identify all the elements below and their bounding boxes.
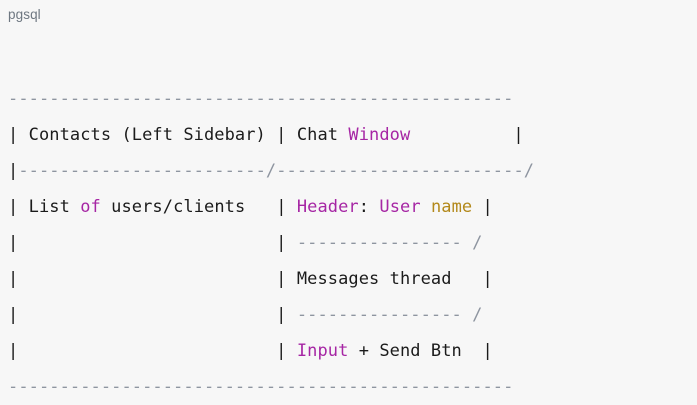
code-token: |: [8, 161, 19, 181]
code-line: | Contacts (Left Sidebar) | Chat Window …: [8, 117, 697, 153]
code-token: ----------------------------------------…: [8, 89, 514, 109]
code-token: Header: [296, 197, 359, 217]
code-token: [421, 197, 431, 217]
code-token: User: [379, 197, 421, 217]
code-token: + Send Btn |: [348, 341, 493, 361]
code-line: | | Messages thread |: [8, 261, 697, 297]
code-line: ----------------------------------------…: [8, 369, 697, 405]
code-token: name: [430, 197, 473, 217]
code-token: Input: [296, 341, 349, 361]
code-token: ------------------------/---------------…: [18, 161, 535, 181]
code-token: | Contacts (Left Sidebar) | Chat: [8, 125, 349, 145]
code-token: |: [472, 197, 493, 217]
code-line: | | ---------------- /: [8, 225, 697, 261]
code-language-label: pgsql: [8, 7, 41, 22]
code-token: :: [358, 197, 380, 217]
code-token: | List: [8, 197, 81, 217]
code-token: | |: [8, 341, 297, 361]
code-token: |: [410, 125, 524, 145]
code-token: | |: [8, 305, 297, 325]
code-token: of: [80, 197, 101, 217]
code-line: | | Input + Send Btn |: [8, 333, 697, 369]
code-line: | List of users/clients | Header: User n…: [8, 189, 697, 225]
code-token: ---------------- /: [296, 305, 483, 325]
code-token: ----------------------------------------…: [8, 377, 514, 397]
code-line: ----------------------------------------…: [8, 81, 697, 117]
code-token: users/clients |: [100, 197, 297, 217]
ascii-diagram-code[interactable]: ----------------------------------------…: [8, 81, 697, 405]
code-line: | | ---------------- /: [8, 297, 697, 333]
code-token: | |: [8, 233, 297, 253]
code-token: ---------------- /: [296, 233, 483, 253]
code-token: Window: [348, 125, 411, 145]
code-token: | | Messages thread |: [8, 269, 493, 289]
code-line: |------------------------/--------------…: [8, 153, 697, 189]
